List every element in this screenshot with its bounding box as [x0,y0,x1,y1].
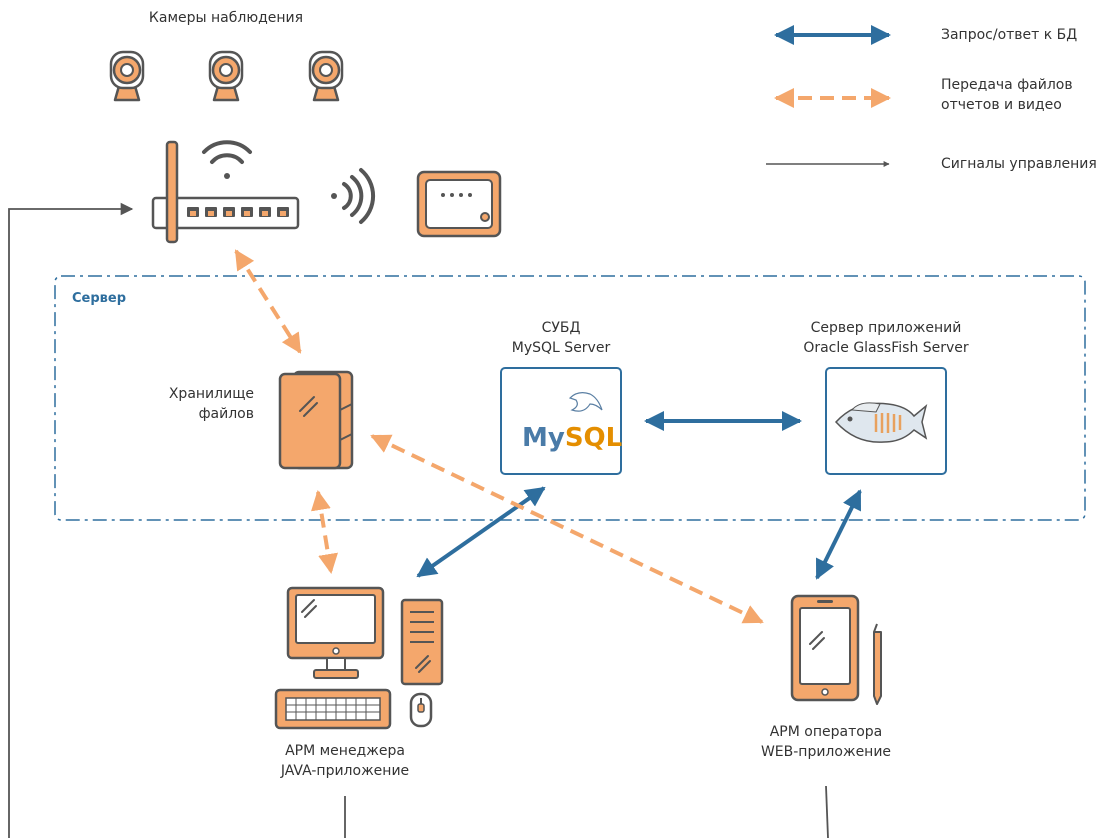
mysql-server-box: MySQL [500,367,622,475]
file-storage-icon [278,370,354,470]
file-arrow-storage-operator [370,434,764,624]
glassfish-logo-icon [834,402,928,443]
wifi-icon [202,140,252,179]
app-server-label-line2: Oracle GlassFish Server [803,340,969,356]
legend-files-line2: отчетов и видео [941,97,1062,113]
camera-icon [308,50,344,102]
control-lines [8,202,829,838]
cameras-title: Камеры наблюдения [148,10,304,26]
legend-files-line1: Передача файлов [941,77,1073,93]
server-group-label: Сервер [72,291,127,306]
server-group-frame [54,275,1086,521]
operator-label-line2: WEB-приложение [760,744,892,760]
operator-workstation-label: АРМ оператора WEB-приложение [746,722,906,762]
control-line-operator [825,785,829,838]
operator-label-line1: АРМ оператора [769,724,883,740]
manager-label-line2: JAVA-приложение [280,763,410,779]
legend-files-label: Передача файлов отчетов и видео [941,75,1073,115]
file-arrows [234,249,764,624]
legend-db-label: Запрос/ответ к БД [941,27,1078,43]
glassfish-server-box [825,367,947,475]
file-arrow-router-storage [234,249,302,354]
db-arrow-glassfish-operator [815,489,862,580]
dbms-label-line2: MySQL Server [511,340,611,356]
dbms-label-line1: СУБД [541,320,581,336]
db-arrows [416,411,862,580]
desktop-pc-icon [274,586,444,730]
router-icon [151,140,300,244]
manager-workstation-label: АРМ менеджера JAVA-приложение [262,741,428,781]
svg-text:MySQL: MySQL [522,423,622,453]
camera-icon [208,50,244,102]
storage-label-line2: файлов [198,406,254,422]
storage-label: Хранилище файлов [130,384,254,424]
legend-control-label: Сигналы управления [941,156,1097,172]
storage-label-line1: Хранилище [168,386,254,402]
dbms-label: СУБД MySQL Server [481,318,641,358]
wireless-signal-icon [331,168,376,224]
db-arrow-mysql-manager [416,486,546,578]
tablet-icon [790,594,882,705]
access-point-icon [416,170,502,238]
control-line-router [8,202,134,838]
manager-label-line1: АРМ менеджера [285,743,405,759]
camera-icon [109,50,145,102]
file-arrow-storage-manager [311,490,338,574]
app-server-label: Сервер приложений Oracle GlassFish Serve… [776,318,996,358]
app-server-label-line1: Сервер приложений [810,320,962,336]
legend [766,25,891,167]
